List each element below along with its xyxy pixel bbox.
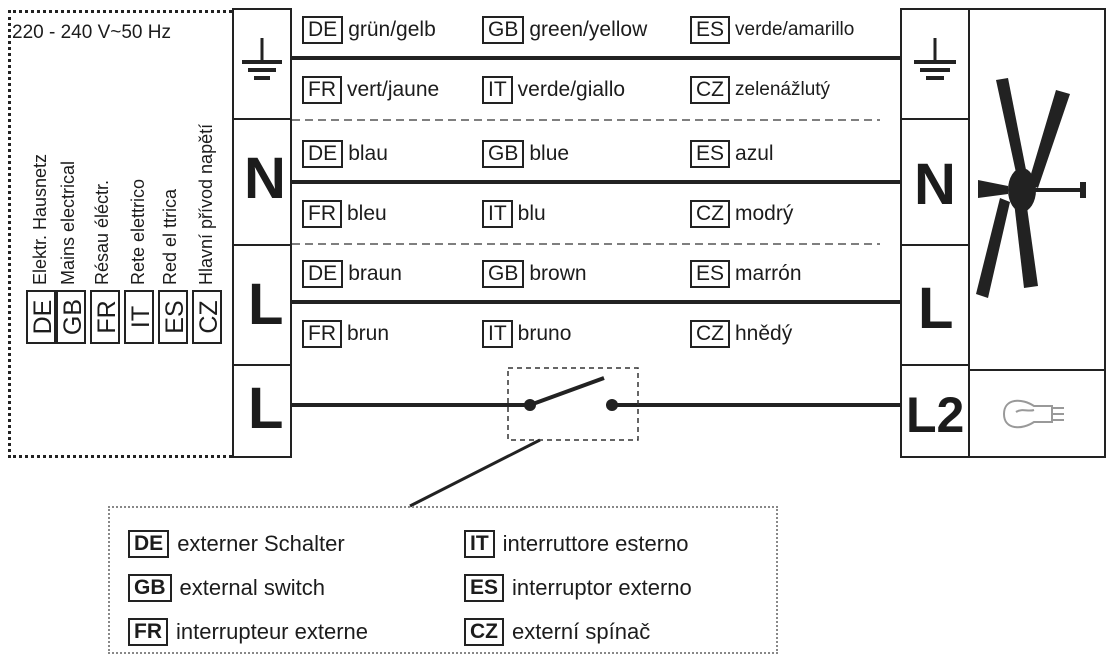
supply-code-es: ES (158, 290, 189, 344)
appliance-graphics (970, 78, 1104, 429)
supply-label-it: Rete elettrico (128, 178, 148, 285)
earth-ground-icon (914, 38, 956, 80)
right-terminal-n-letter: N (914, 152, 956, 217)
supply-code-fr: FR (90, 290, 121, 344)
switch-box (507, 367, 639, 441)
switch-legend-box (108, 506, 778, 654)
left-terminal-l-switched-letter: L (248, 376, 284, 441)
left-terminal-n-letter: N (244, 146, 286, 211)
earth-ground-icon (242, 38, 282, 80)
left-terminal-neutral: N (232, 118, 292, 246)
supply-label-de: Elektr. Hausnetz (30, 153, 50, 285)
supply-label-fr: Résau éléctr. (92, 179, 112, 285)
supply-code-de: DE (26, 290, 57, 344)
appliance-box (968, 8, 1106, 458)
supply-voltage: 220 - 240 V~50 Hz (12, 22, 171, 43)
right-terminal-l2: L2 (900, 364, 970, 458)
supply-label-es: Red el ttrica (160, 188, 180, 285)
ceiling-fan-icon (976, 78, 1086, 298)
right-terminal-neutral: N (900, 118, 970, 246)
light-bulb-icon (1002, 399, 1064, 429)
supply-label-cz: Hlavní přívod napětí (196, 123, 216, 285)
left-terminal-l-letter: L (248, 272, 284, 337)
external-switch-icon (524, 376, 618, 411)
supply-label-gb: Mains electrical (58, 160, 78, 285)
right-terminal-earth (900, 8, 970, 120)
supply-code-it: IT (124, 290, 155, 344)
switch-leader-line (409, 438, 541, 508)
right-terminal-l-letter: L (918, 276, 954, 341)
supply-code-cz: CZ (192, 290, 223, 344)
left-terminal-live: L (232, 244, 292, 366)
right-terminal-l2-letter: L2 (906, 387, 965, 443)
right-terminal-live: L (900, 244, 970, 366)
supply-code-gb: GB (56, 290, 87, 344)
left-terminal-switched: L (232, 364, 292, 458)
left-terminal-earth (232, 8, 292, 120)
